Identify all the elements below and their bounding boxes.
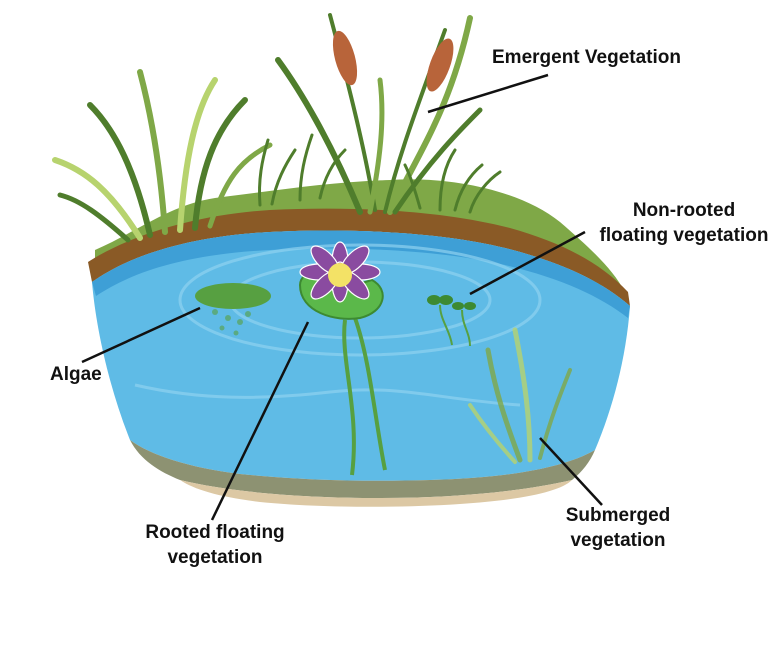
leader-lines <box>81 73 603 521</box>
label-submerged-line2: vegetation <box>570 530 666 551</box>
leader-algae <box>81 306 201 364</box>
pond-sand <box>180 480 572 507</box>
water-deep-band <box>92 230 630 318</box>
label-rooted-floating-vegetation: Rooted floating vegetation <box>120 520 310 570</box>
cattail-head-right <box>426 38 454 92</box>
duckweed-plants <box>427 295 476 347</box>
leader-rooted <box>210 321 310 521</box>
label-rooted-line2: vegetation <box>167 547 263 568</box>
grass-clump-left <box>52 69 273 243</box>
leader-emergent <box>427 73 549 114</box>
soil-rim <box>88 208 630 306</box>
cattail-head-left <box>332 30 358 86</box>
leader-nonrooted <box>469 230 586 296</box>
submerged-plants <box>468 327 572 464</box>
leader-submerged <box>539 437 603 506</box>
grass-small-middle <box>258 133 347 207</box>
label-rooted-line1: Rooted floating <box>145 522 285 543</box>
grass-clump-right <box>403 148 502 214</box>
algae-mat <box>195 283 271 309</box>
rooted-stems <box>342 317 387 476</box>
label-emergent-vegetation: Emergent Vegetation <box>492 47 681 68</box>
algae-strands <box>212 309 251 336</box>
lily-flower-center <box>328 263 352 287</box>
bank-grass <box>95 179 625 292</box>
label-submerged-vegetation: Submerged vegetation <box>548 503 688 553</box>
label-submerged-line1: Submerged <box>565 505 671 526</box>
label-non-rooted-floating-vegetation: Non-rooted floating vegetation <box>586 198 782 248</box>
pond-bottom <box>130 440 595 498</box>
label-non-rooted-line1: Non-rooted <box>632 200 736 221</box>
label-algae: Algae <box>50 364 102 385</box>
label-non-rooted-line2: floating vegetation <box>599 225 769 246</box>
